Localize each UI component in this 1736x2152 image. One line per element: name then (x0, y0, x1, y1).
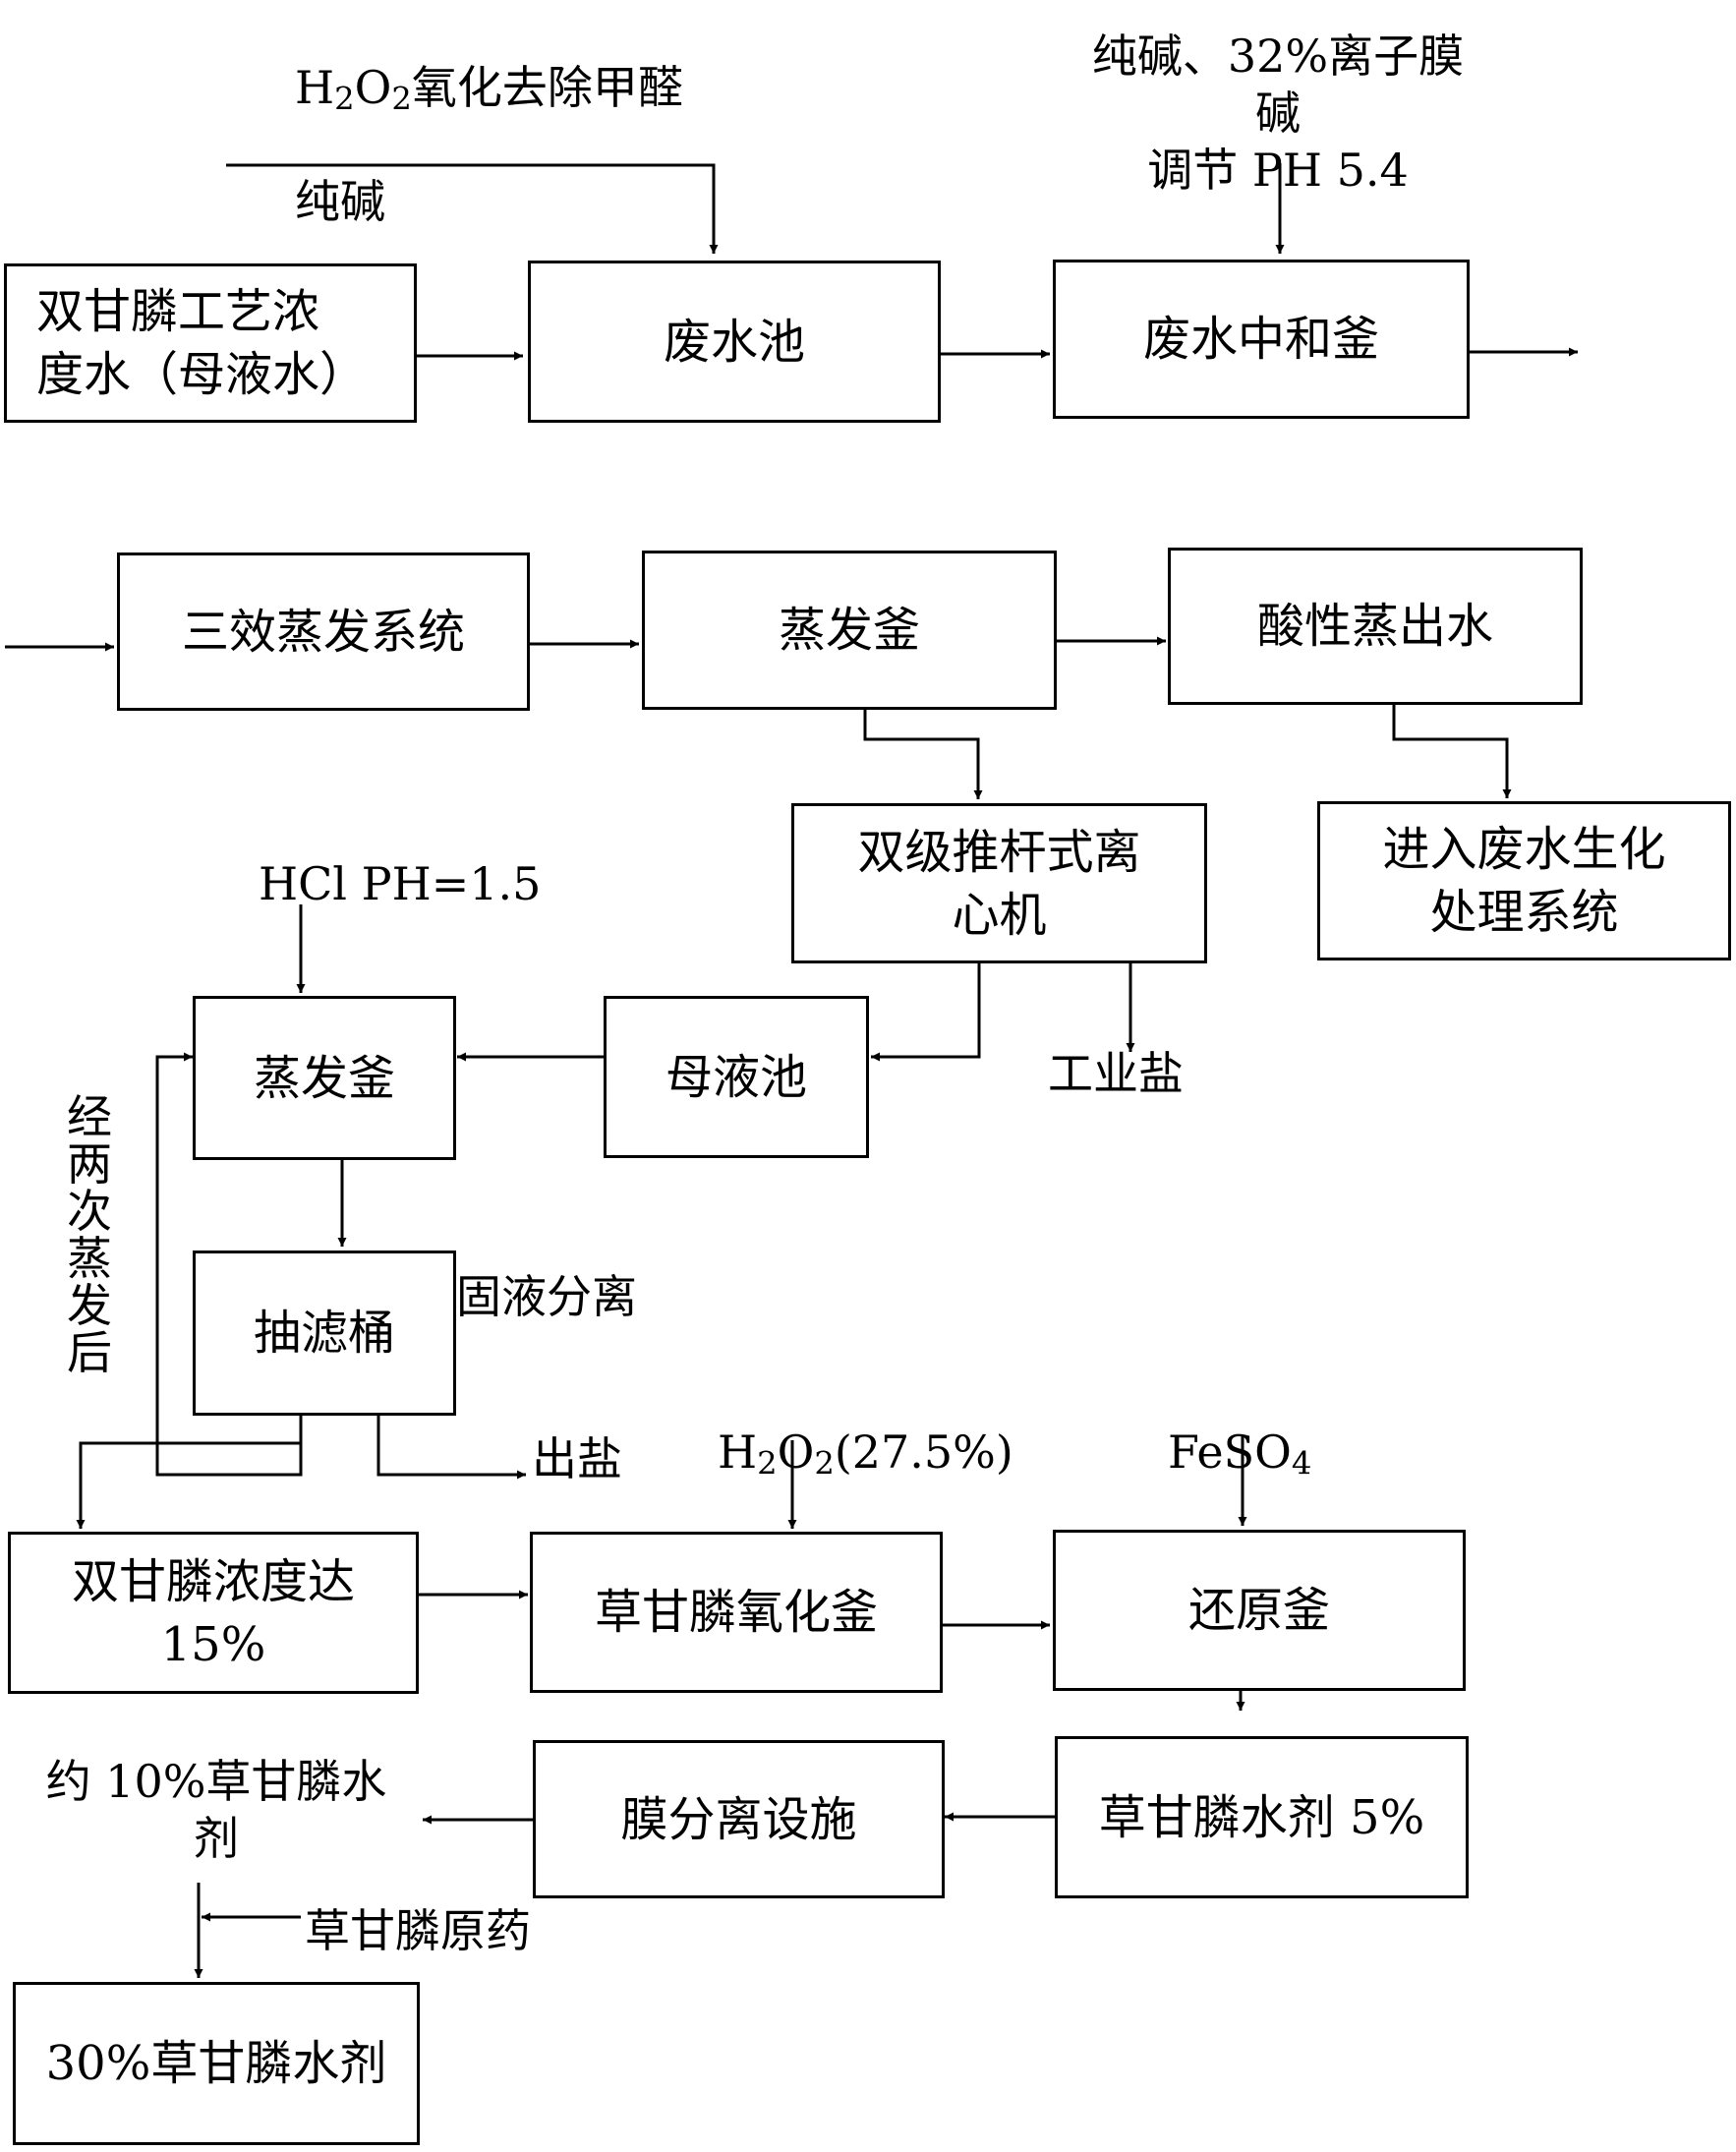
label-hcl-ph: HCl PH=1.5 (259, 857, 542, 910)
label-glyphosate-10: 约 10%草甘膦水 剂 (45, 1755, 387, 1865)
connector-acidic-to-biochemical (1392, 705, 1512, 798)
box-membrane-separation: 膜分离设施 (533, 1740, 945, 1898)
box-glyphosate-oxidation-kettle: 草甘膦氧化釜 (530, 1532, 943, 1693)
box-mother-liquor-pool: 母液池 (604, 996, 869, 1158)
connector-filter-to-salt-out (376, 1416, 526, 1480)
box-wastewater-pool: 废水池 (528, 261, 941, 423)
label-h2o2-oxidation: H2O2氧化去除甲醛 纯碱 (295, 61, 683, 228)
label-solid-liquid-separation: 固液分离 (456, 1270, 637, 1323)
box-neutralization-kettle: 废水中和釜 (1053, 260, 1470, 419)
label-glyphosate-technical: 草甘膦原药 (305, 1904, 531, 1957)
label-soda-alkali-ph: 纯碱、32%离子膜碱 调节 PH 5.4 (1091, 29, 1465, 197)
box-biochemical-treatment: 进入废水生化 处理系统 (1317, 801, 1731, 960)
connector-centrifuge-to-mother-liquor (871, 963, 981, 1062)
label-after-two-evaporations: 经两次蒸发后 (67, 1090, 112, 1379)
box-reduction-kettle: 还原釜 (1053, 1530, 1466, 1691)
label-salt-out: 出盐 (532, 1432, 622, 1485)
box-glyphosate-aqueous-5: 草甘膦水剂 5% (1055, 1736, 1469, 1898)
connector-h2o2-to-pool (226, 163, 719, 254)
connector-evaporation-to-centrifuge (863, 710, 983, 799)
box-evaporation-kettle-2: 蒸发釜 (193, 996, 456, 1160)
connector-filter-recycle (155, 1052, 303, 1477)
box-suction-filter-bucket: 抽滤桶 (193, 1250, 456, 1416)
label-h2o2-27-5: H2O2(27.5%) (718, 1425, 1013, 1483)
box-triple-effect-evaporation: 三效蒸发系统 (117, 553, 530, 711)
box-glyphosate-aqueous-30: 30%草甘膦水剂 (13, 1982, 420, 2145)
box-bgp-concentration: 双甘膦浓度达 15% (8, 1532, 419, 1694)
label-industrial-salt: 工业盐 (1048, 1047, 1184, 1100)
box-two-stage-centrifuge: 双级推杆式离 心机 (791, 803, 1207, 963)
connector-filter-to-bgp-concentration (76, 1441, 301, 1529)
box-evaporation-kettle-1: 蒸发釜 (642, 551, 1057, 710)
box-bgp-wastewater: 双甘膦工艺浓 度水（母液水） (4, 263, 417, 423)
box-acidic-distillate: 酸性蒸出水 (1168, 548, 1583, 705)
label-feso4: FeSO4 (1168, 1425, 1312, 1483)
